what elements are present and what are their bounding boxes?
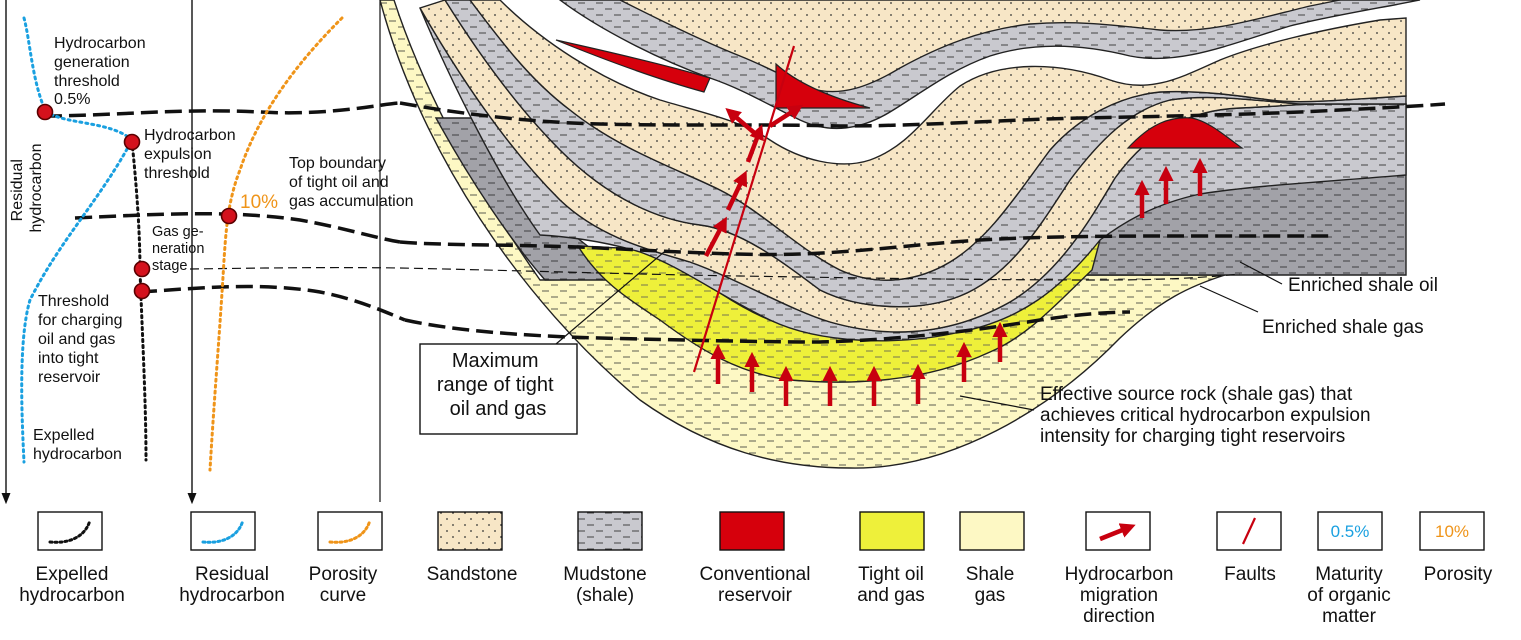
porosity-value-label: 10% (240, 192, 278, 213)
legend-arrow-icon (1099, 523, 1136, 542)
hc-expulsion-label: Hydrocarbon expulsion threshold (144, 127, 240, 182)
legend-swatch-porosityval (1419, 511, 1485, 551)
migration-arrow (704, 216, 727, 258)
curves-panel: Hydrocarbon generation threshold 0.5% Hy… (1, 0, 414, 505)
horizon-thin (189, 266, 401, 270)
enriched-gas-leader (1199, 285, 1259, 313)
fault-line (692, 45, 796, 373)
legend-curve-icon (201, 518, 245, 544)
legend-swatch-sandstone (437, 511, 503, 551)
effective-source-leader (959, 395, 1035, 411)
legend-swatch-faults (1216, 511, 1282, 551)
charging-threshold-dot (133, 282, 151, 300)
max-range-box (419, 343, 578, 435)
legend-swatch-shalegas (959, 511, 1025, 551)
legend-curve-icon (48, 518, 92, 544)
migration-arrow (725, 170, 748, 211)
section-horizon-low (404, 310, 1131, 344)
gas-generation-label: Gas ge- neration stage (152, 224, 208, 274)
gas-stage-dot (133, 260, 151, 278)
top-boundary-label: Top boundary of tight oil and gas accumu… (289, 155, 414, 210)
cross-section: Maximum range of tight oil and gas Enric… (379, 0, 1446, 469)
legend-label: Faults (1224, 564, 1276, 585)
charging-threshold-label: Threshold for charging oil and gas into … (38, 293, 127, 386)
porosity-curve (208, 16, 344, 472)
enriched-oil-label: Enriched shale oil (1288, 275, 1438, 296)
legend-swatch-porosity (317, 511, 383, 551)
legend-item-sandstone: Sandstone (427, 511, 518, 585)
section-horizon-mid (399, 234, 1330, 257)
legend-label: Porosity (1424, 564, 1493, 585)
legend-item-faults: Faults (1216, 511, 1282, 585)
legend-swatch-residual (190, 511, 256, 551)
legend-label: Mudstone(shale) (563, 564, 646, 606)
expelled-curve-label: Expelled hydrocarbon (33, 427, 122, 463)
expulsion-threshold-dot (123, 133, 141, 151)
max-range-leader (555, 251, 665, 345)
legend-fault-icon (1242, 517, 1256, 545)
migration-arrow (768, 104, 804, 128)
max-range-label: Maximum range of tight oil and gas (437, 350, 559, 420)
legend-swatch-expelled (37, 511, 103, 551)
maturity-value-label: 0.5% (54, 91, 90, 108)
legend-swatch-maturity (1317, 511, 1383, 551)
legend-item-mudstone: Mudstone(shale) (563, 511, 647, 606)
conventional-reservoir-left (555, 39, 711, 93)
residual-curve (20, 16, 134, 464)
legend-symbol-text: 0.5% (1331, 522, 1370, 541)
migration-arrows (704, 104, 1208, 406)
legend-swatch-mudstone (577, 511, 643, 551)
legend-swatch-conventional (719, 511, 785, 551)
horizon-charging (139, 284, 406, 322)
enriched-oil-leader (1239, 261, 1283, 285)
section-horizon-top (399, 101, 1446, 128)
legend-label: Sandstone (427, 564, 518, 585)
residual-axis-label: Residual hydrocarbon (9, 144, 45, 233)
enriched-gas-label: Enriched shale gas (1262, 317, 1424, 338)
expelled-curve (130, 140, 148, 462)
hc-generation-label: Hydrocarbon generation threshold (54, 35, 150, 90)
top-sandstone-fill (469, 0, 1407, 281)
section-horizon-thin (399, 267, 1241, 281)
legend-curve-icon (328, 518, 372, 544)
legend-item-porosityval: 10% Porosity (1419, 511, 1493, 585)
horizon-generation (44, 101, 401, 118)
conventional-reservoir-right (1126, 117, 1244, 149)
legend-swatch-tight (859, 511, 925, 551)
top-sand-upper-fill (619, 0, 1341, 93)
generation-threshold-dot (36, 103, 54, 121)
migration-arrow (725, 108, 760, 138)
horizon-gas-stage (74, 211, 401, 244)
porosity-threshold-dot (220, 207, 238, 225)
effective-source-label: Effective source rock (shale gas) that a… (1040, 384, 1376, 447)
legend-symbol-text: 10% (1435, 522, 1469, 541)
